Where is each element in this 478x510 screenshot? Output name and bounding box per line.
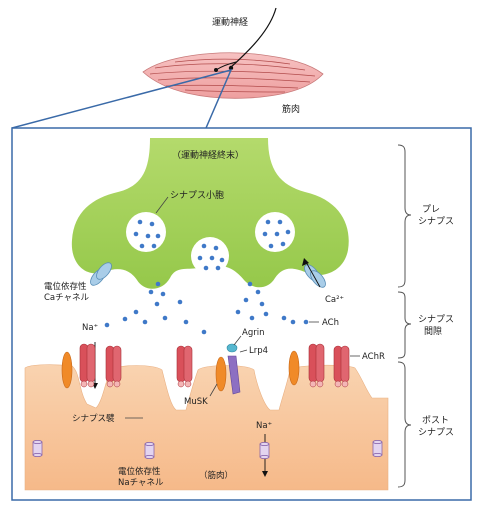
brace-pre-synapse [397, 144, 412, 288]
membrane-protein-left [61, 351, 73, 389]
pre-synapse-label-1: プレ [422, 204, 440, 215]
vg-ca-label-2: Caチャネル [44, 293, 90, 303]
vg-na-channel [372, 440, 383, 457]
lrp4-protein [227, 355, 241, 395]
musk-label: MuSK [184, 397, 208, 407]
synaptic-vesicles [126, 212, 295, 275]
vg-na-channel [32, 440, 43, 457]
acetylcholine-molecules [104, 281, 309, 335]
musk-protein [215, 356, 227, 392]
lrp4-label: Lrp4 [249, 346, 268, 356]
cleft-label-2: 間隙 [424, 325, 442, 337]
post-synapse-label-2: シナプス [418, 427, 454, 438]
zoom-callout [11, 68, 233, 129]
agrin-protein [226, 343, 238, 353]
motor-nerve-line [229, 7, 277, 69]
achr-cluster-left [79, 343, 122, 388]
ca-ion-label: Ca²⁺ [325, 295, 344, 305]
vg-na-channel [259, 442, 270, 459]
synaptic-vesicle [126, 212, 166, 252]
vg-na-label-2: Naチャネル [118, 478, 164, 488]
achr-label: AChR [362, 352, 385, 362]
cleft-label-1: シナプス [418, 314, 454, 325]
ca-influx-arrowhead [302, 258, 309, 266]
synaptic-vesicle [255, 212, 295, 252]
achr-cluster-middle [176, 345, 193, 388]
synaptic-fold-label: シナプス襞 [72, 413, 115, 424]
brace-cleft [397, 291, 412, 359]
nerve-terminal-label: （運動神経終末） [172, 149, 244, 161]
vg-na-channels [32, 440, 383, 459]
agrin-label: Agrin [242, 328, 264, 338]
muscle-overview: 運動神経 筋肉 [142, 7, 324, 115]
ca-influx-arrow [305, 261, 321, 288]
muscle-label: 筋肉 [282, 103, 300, 115]
achr-cluster-right [308, 343, 350, 388]
vg-na-label-1: 電位依存性 [118, 466, 161, 477]
synaptic-vesicle-label: シナプス小胞 [170, 189, 224, 201]
post-synapse-label-1: ポスト [422, 415, 449, 426]
na-ion-left-label: Na⁺ [82, 323, 98, 333]
na-influx-arrowhead-right [262, 471, 268, 477]
ach-label: ACh [322, 318, 339, 328]
membrane-protein-right [288, 350, 300, 386]
vg-ca-channel-left [90, 262, 112, 286]
muscle-paren-label: （筋肉） [199, 470, 233, 481]
vg-na-channel [144, 442, 155, 459]
synaptic-vesicle [191, 237, 229, 275]
region-braces [397, 144, 412, 488]
muscle-striations [149, 58, 316, 93]
brace-post-synapse [397, 361, 412, 488]
na-ion-right-label: Na⁺ [256, 421, 272, 431]
vg-ca-label-1: 電位依存性 [44, 281, 87, 292]
nerve-endplate-dot-2 [214, 68, 218, 72]
motor-nerve-label: 運動神経 [212, 16, 248, 28]
pre-synapse-label-2: シナプス [418, 216, 454, 227]
